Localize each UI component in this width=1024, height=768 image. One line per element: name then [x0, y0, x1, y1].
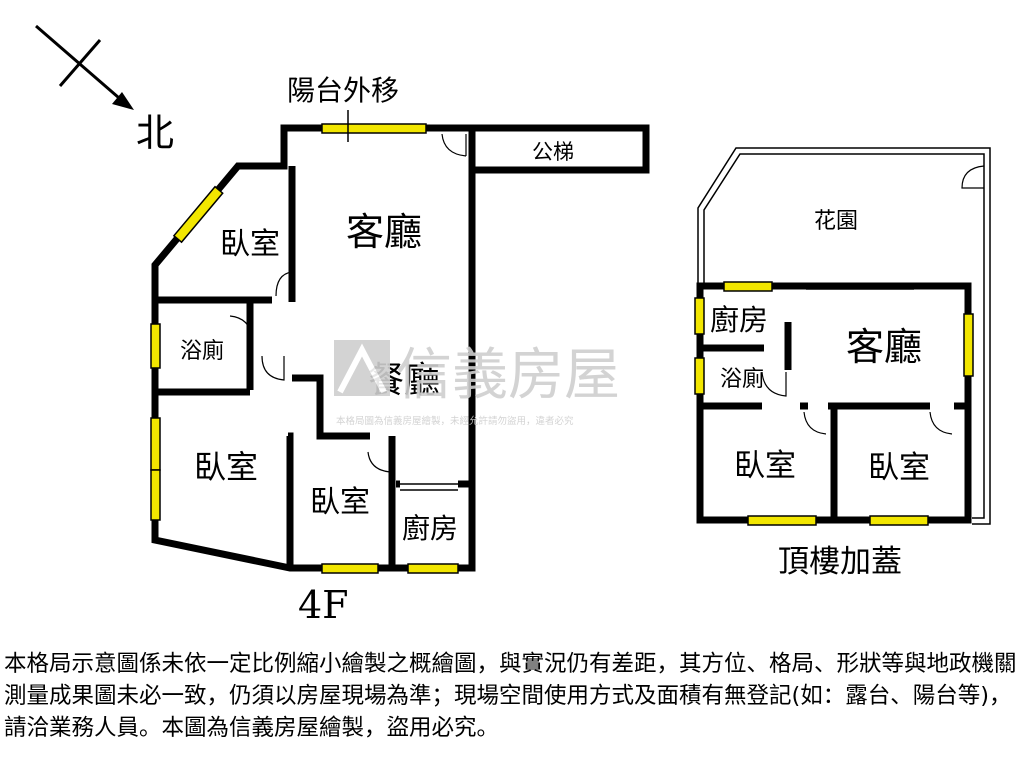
window: [869, 515, 929, 526]
room-label: 公梯: [532, 140, 574, 164]
garden-outline: [697, 147, 991, 525]
window: [407, 563, 459, 574]
plan-rooftop: 花園 廚房 客廳 浴廁 臥室 臥室 頂樓加蓋: [694, 147, 991, 580]
window: [747, 515, 817, 526]
room-label: 客廳: [346, 210, 422, 254]
window: [172, 185, 224, 244]
room-label: 臥室: [220, 227, 280, 262]
room-label: 臥室: [868, 450, 930, 486]
interior-walls-rooftop: [700, 322, 968, 520]
window: [694, 297, 705, 335]
watermark: 信義房屋 本格局圖為信義房屋繪製，未經允許請勿盜用，違者必究: [334, 340, 620, 427]
room-label: 臥室: [194, 448, 258, 486]
north-label: 北: [136, 111, 174, 155]
room-label: 臥室: [734, 448, 796, 484]
room-label: 廚房: [402, 512, 458, 545]
north-compass: 北: [35, 24, 174, 155]
plan-4f: 陽台外移 公梯 臥室 客廳 浴廁 餐廳 臥室 臥室 廚房 4F: [150, 74, 650, 627]
disclaimer-text: 本格局示意圖係未依一定比例縮小繪製之概繪圖，與實況仍有差距，其方位、格局、形狀等…: [4, 651, 1017, 741]
room-label: 浴廁: [180, 339, 224, 364]
window: [150, 417, 161, 471]
watermark-brand: 信義房屋: [396, 343, 620, 408]
outer-wall-rooftop: [696, 282, 972, 524]
room-label: 客廳: [846, 325, 922, 369]
window: [150, 323, 161, 369]
room-label: 臥室: [310, 485, 370, 520]
window: [321, 123, 427, 134]
window: [963, 313, 974, 377]
interior-walls-4f: [155, 166, 472, 568]
window: [150, 469, 161, 521]
room-label: 廚房: [710, 303, 768, 337]
room-label: 浴廁: [720, 367, 764, 392]
window: [321, 563, 379, 574]
watermark-notice: 本格局圖為信義房屋繪製，未經允許請勿盜用，違者必究: [336, 415, 574, 427]
window: [694, 357, 705, 395]
floor-label: 4F: [298, 583, 349, 627]
window: [723, 281, 773, 292]
floor-plan-diagram: 北 陽台外移 公梯 臥室 客廳 浴廁 餐廳 臥室 臥室 廚房: [35, 24, 991, 627]
room-label: 花園: [814, 209, 858, 234]
balcony-note: 陽台外移: [287, 74, 399, 107]
rooftop-title: 頂樓加蓋: [778, 544, 902, 580]
